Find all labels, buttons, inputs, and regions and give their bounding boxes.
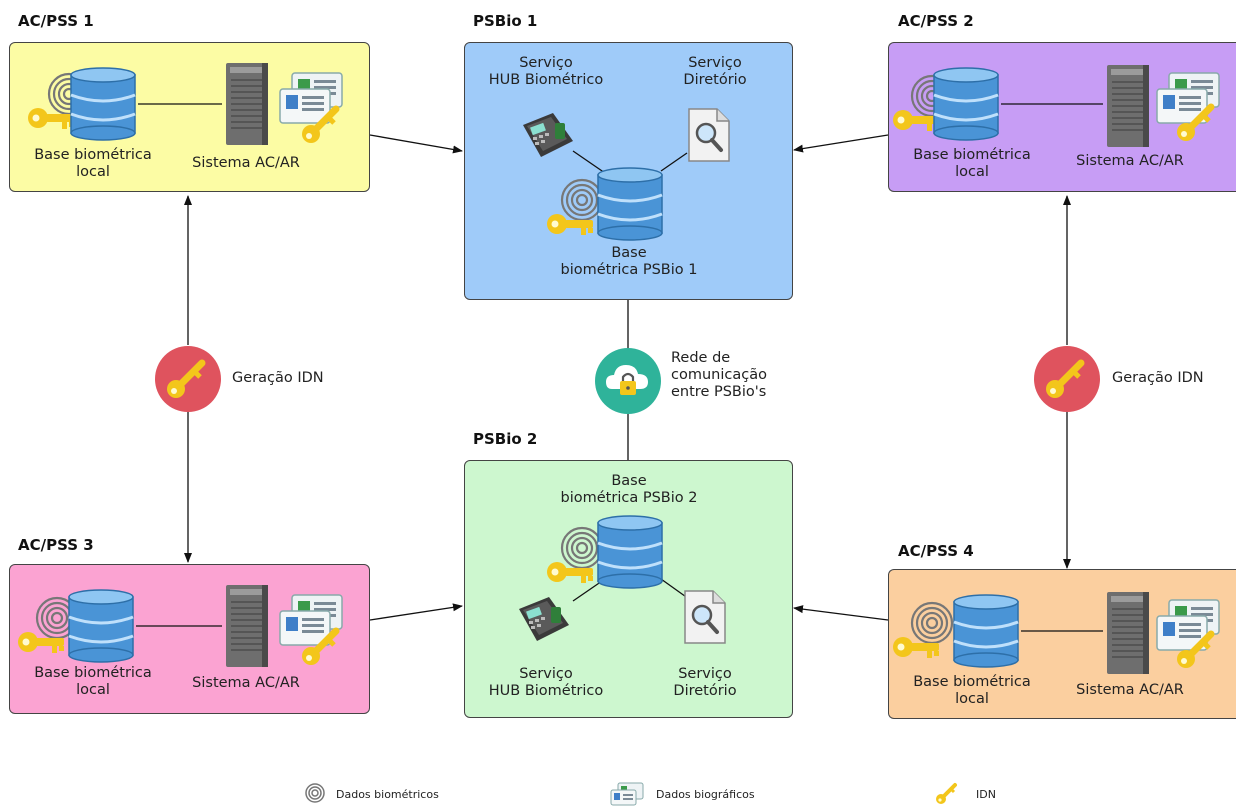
- ac-pss-1-box: Base biométrica local Sistema AC/AR: [9, 42, 370, 192]
- server-icon: [1107, 592, 1149, 674]
- psbio-db-label: Base biométrica PSBio 1: [560, 245, 698, 278]
- system-label: Sistema AC/AR: [192, 675, 300, 691]
- arrow-ac3-to-psbio2: [369, 603, 463, 621]
- database-icon: [597, 515, 663, 589]
- db-label: Base biométrica local: [34, 147, 152, 180]
- idn-generation-right-icon: [1034, 346, 1100, 412]
- network-label: Rede de comunicação entre PSBio's: [671, 350, 767, 400]
- id-card-icon: [1156, 599, 1220, 651]
- psbio-2-box: Base biométrica PSBio 2 Serviço HUB Biom…: [464, 460, 793, 718]
- psbio-2-title: PSBio 2: [473, 430, 538, 448]
- hub-service-label: Serviço HUB Biométrico: [488, 55, 604, 88]
- key-icon: [1177, 630, 1215, 668]
- ac-pss-3-title: AC/PSS 3: [18, 536, 94, 554]
- id-card-icon: [279, 72, 343, 124]
- key-icon: [302, 627, 340, 665]
- key-icon: [1177, 103, 1215, 141]
- database-icon: [933, 67, 999, 141]
- ac-pss-4-box: Base biométrica local Sistema AC/AR: [888, 569, 1236, 719]
- psbio-1-box: Serviço HUB Biométrico Serviço Diretório…: [464, 42, 793, 300]
- db-label: Base biométrica local: [913, 147, 1031, 180]
- psbio-1-title: PSBio 1: [473, 12, 538, 30]
- connector-line: [1001, 103, 1103, 105]
- directory-service-label: Serviço Diretório: [673, 666, 737, 699]
- legend-idn-label: IDN: [976, 788, 996, 801]
- psbio-db-label: Base biométrica PSBio 2: [560, 473, 698, 506]
- connector-line: [138, 103, 222, 105]
- biometric-reader-icon: [519, 597, 569, 641]
- document-search-icon: [684, 590, 726, 644]
- document-search-icon: [688, 108, 730, 162]
- db-label: Base biométrica local: [913, 674, 1031, 707]
- database-icon: [70, 67, 136, 141]
- key-icon: [302, 105, 340, 143]
- db-label: Base biométrica local: [34, 665, 152, 698]
- ac-pss-4-title: AC/PSS 4: [898, 542, 974, 560]
- biometric-reader-icon: [523, 113, 573, 157]
- key-icon: [18, 632, 64, 653]
- legend-biometric-label: Dados biométricos: [336, 788, 439, 801]
- database-icon: [953, 594, 1019, 668]
- server-icon: [226, 585, 268, 667]
- system-label: Sistema AC/AR: [192, 155, 300, 171]
- ac-pss-2-title: AC/PSS 2: [898, 12, 974, 30]
- psbio-1-links: [572, 150, 688, 174]
- database-icon: [597, 167, 663, 241]
- system-label: Sistema AC/AR: [1076, 153, 1184, 169]
- connector-line: [136, 625, 222, 627]
- system-label: Sistema AC/AR: [1076, 682, 1184, 698]
- legend-id-card-icon: [610, 782, 644, 806]
- server-icon: [1107, 65, 1149, 147]
- legend-fingerprint-icon: [305, 783, 325, 803]
- key-icon: [547, 214, 593, 235]
- ac-pss-3-box: Base biométrica local Sistema AC/AR: [9, 564, 370, 714]
- connector-line: [1021, 630, 1103, 632]
- key-icon: [893, 637, 939, 658]
- key-icon: [547, 562, 593, 583]
- arrow-ac4-to-psbio2: [793, 605, 889, 621]
- id-card-icon: [1156, 72, 1220, 124]
- arrow-ac1-to-psbio1: [369, 134, 463, 154]
- legend-key-icon: [936, 783, 957, 804]
- ac-pss-2-box: Base biométrica local Sistema AC/AR: [888, 42, 1236, 192]
- idn-generation-left-icon: [155, 346, 221, 412]
- server-icon: [226, 63, 268, 145]
- database-icon: [68, 589, 134, 663]
- cloud-lock-icon: [595, 348, 661, 414]
- arrow-ac2-to-psbio1: [793, 134, 889, 153]
- ac-pss-1-title: AC/PSS 1: [18, 12, 94, 30]
- idn-generation-left-label: Geração IDN: [232, 370, 324, 386]
- directory-service-label: Serviço Diretório: [683, 55, 747, 88]
- key-icon: [28, 108, 74, 129]
- idn-generation-right-label: Geração IDN: [1112, 370, 1204, 386]
- id-card-icon: [279, 594, 343, 646]
- legend-biographic-label: Dados biográficos: [656, 788, 755, 801]
- hub-service-label: Serviço HUB Biométrico: [488, 666, 604, 699]
